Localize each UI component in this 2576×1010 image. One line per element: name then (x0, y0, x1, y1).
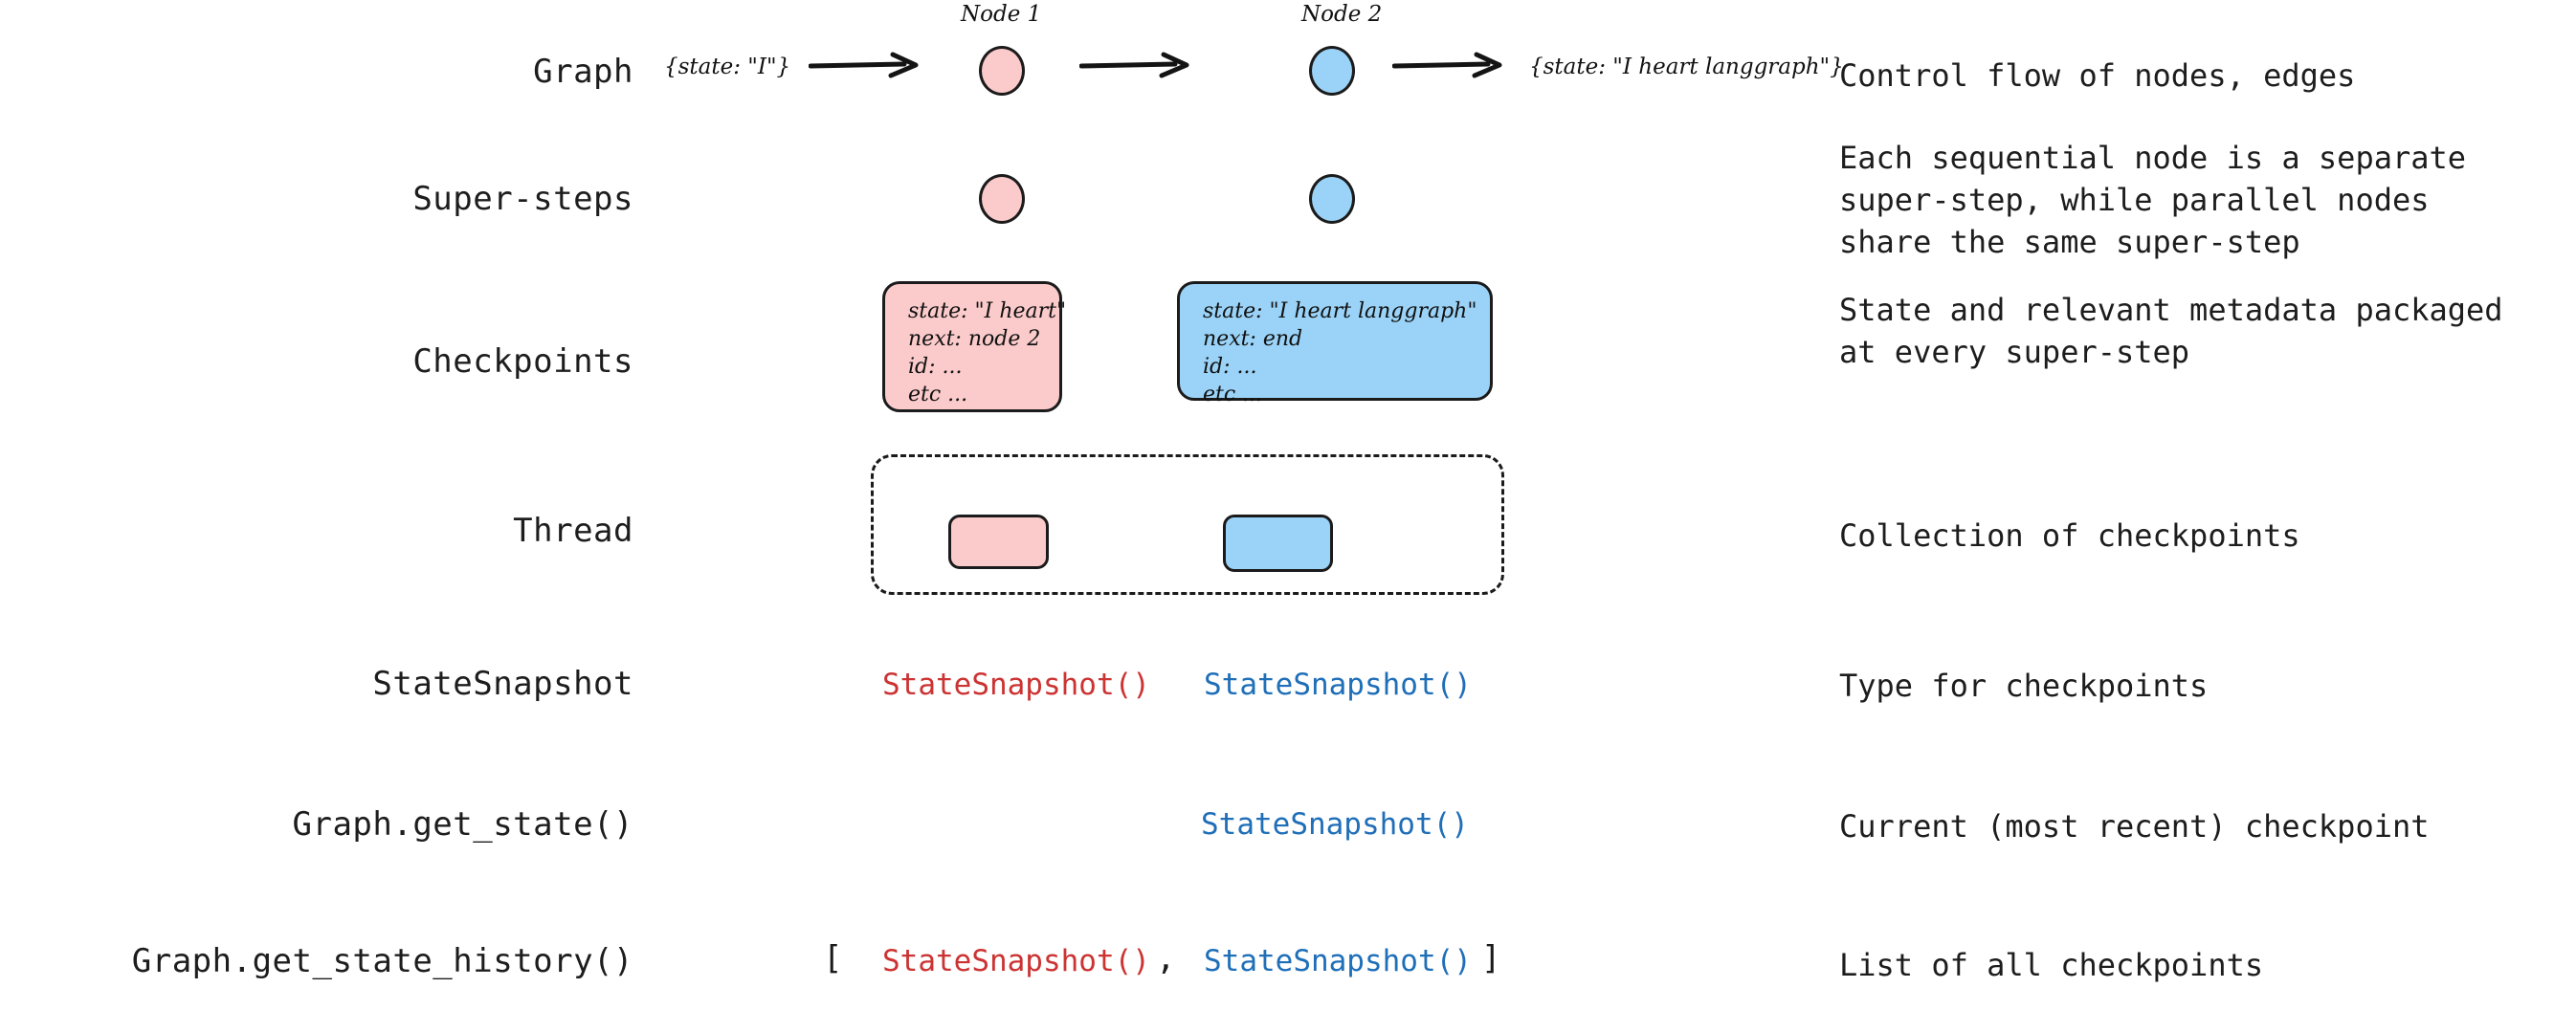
row-label-checkpoints: Checkpoints (412, 342, 633, 381)
graph-node-1-circle (979, 46, 1025, 96)
graph-node-2-circle (1309, 46, 1355, 96)
description-line: Collection of checkpoints (1839, 517, 2300, 554)
thread-checkpoint-chip-1 (948, 515, 1049, 569)
checkpoint-line: state: "I heart" (908, 299, 1067, 323)
graph-edge-arrow-2 (1078, 52, 1194, 82)
super-step-node-2-circle (1309, 174, 1355, 224)
checkpoint-line: id: ... (1203, 355, 1257, 379)
row-super-steps: Super-steps Each sequential node is a se… (0, 140, 2576, 268)
row-label-get-state: Graph.get_state() (292, 805, 633, 844)
row-thread: Thread Collection of checkpoints (0, 440, 2576, 612)
statesnapshot-token-node-1: StateSnapshot() (882, 668, 1150, 702)
graph-input-state-label: {state: "I"} (664, 55, 791, 79)
description-line: Control flow of nodes, edges (1839, 57, 2356, 94)
history-bracket-open: [ (823, 939, 843, 977)
history-comma: , (1156, 939, 1176, 977)
checkpoint-line: etc ... (908, 383, 968, 406)
row-label-graph: Graph (533, 53, 633, 91)
description-line: share the same super-step (1839, 224, 2300, 260)
get-state-result-token: StateSnapshot() (1201, 807, 1469, 842)
row-description-thread: Collection of checkpoints (1839, 515, 2566, 557)
row-description-graph: Control flow of nodes, edges (1839, 55, 2566, 97)
graph-edge-arrow-3 (1391, 52, 1507, 82)
checkpoint-box-node-2: state: "I heart langgraph" next: end id:… (1177, 281, 1493, 406)
description-line: Each sequential node is a separate (1839, 140, 2467, 176)
history-token-2: StateSnapshot() (1204, 944, 1472, 978)
checkpoint-line: state: "I heart langgraph" (1203, 299, 1477, 323)
row-description-super-steps: Each sequential node is a separate super… (1839, 137, 2566, 263)
description-line: State and relevant metadata packaged (1839, 292, 2503, 328)
node-2-caption: Node 2 (1301, 2, 1383, 27)
checkpoint-line: id: ... (908, 355, 963, 379)
graph-output-state-label: {state: "I heart langgraph"} (1529, 55, 1844, 79)
row-label-statesnapshot: StateSnapshot (372, 665, 633, 703)
graph-edge-arrow-1 (808, 52, 923, 82)
description-line: Type for checkpoints (1839, 668, 2209, 704)
node-1-caption: Node 1 (961, 2, 1042, 27)
thread-checkpoint-chip-2 (1223, 515, 1333, 572)
checkpoint-line: next: end (1203, 327, 1303, 351)
checkpoint-box-node-1: state: "I heart" next: node 2 id: ... et… (882, 281, 1067, 412)
checkpoint-line: next: node 2 (908, 327, 1041, 351)
row-description-checkpoints: State and relevant metadata packaged at … (1839, 289, 2566, 373)
row-description-get-state: Current (most recent) checkpoint (1839, 805, 2566, 847)
description-line: Current (most recent) checkpoint (1839, 808, 2430, 845)
row-label-get-state-history: Graph.get_state_history() (131, 942, 633, 980)
row-statesnapshot: StateSnapshot StateSnapshot() StateSnaps… (0, 612, 2576, 746)
row-label-thread: Thread (513, 512, 633, 550)
row-get-state-history: Graph.get_state_history() [ StateSnapsho… (0, 885, 2576, 1010)
row-description-statesnapshot: Type for checkpoints (1839, 665, 2566, 707)
history-bracket-close: ] (1481, 939, 1501, 977)
row-label-super-steps: Super-steps (412, 180, 633, 218)
super-step-node-1-circle (979, 174, 1025, 224)
description-line: at every super-step (1839, 334, 2190, 370)
statesnapshot-token-node-2: StateSnapshot() (1204, 668, 1472, 702)
row-description-get-state-history: List of all checkpoints (1839, 944, 2566, 986)
thread-container (871, 454, 1504, 595)
row-checkpoints: Checkpoints state: "I heart" next: node … (0, 268, 2576, 440)
row-graph: Graph {state: "I"} Node 1 Node 2 {state:… (0, 0, 2576, 143)
description-line: List of all checkpoints (1839, 947, 2264, 983)
row-get-state: Graph.get_state() StateSnapshot() Curren… (0, 746, 2576, 885)
description-line: super-step, while parallel nodes (1839, 182, 2430, 218)
checkpoint-line: etc ... (1203, 383, 1263, 406)
history-token-1: StateSnapshot() (882, 944, 1150, 978)
